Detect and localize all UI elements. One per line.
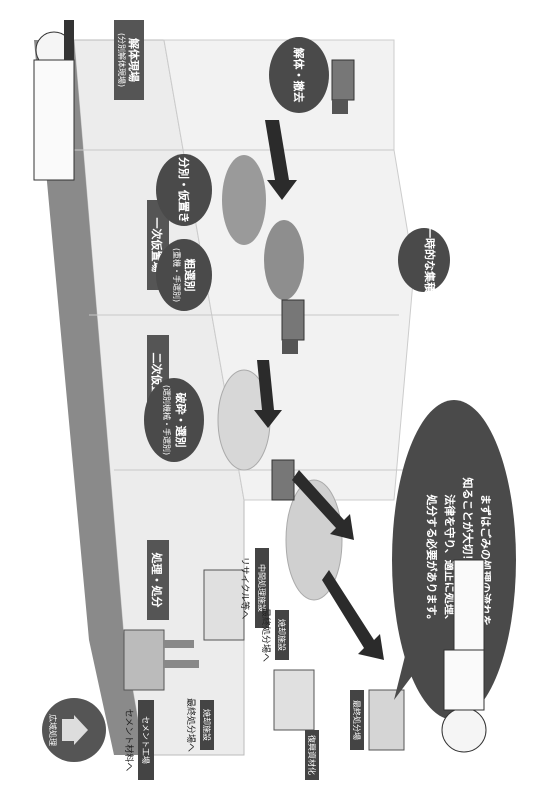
label-intermediate: 中間処理施設 リサイクル等へ [239, 548, 269, 628]
debris-pile-2 [264, 220, 304, 300]
zone-demolition-text: 解体現場 [127, 38, 141, 82]
label-wide-area: 広域処理 [42, 698, 106, 762]
bubble-sort-dump: 分別・仮置き [156, 154, 212, 226]
arrow-icon [254, 120, 384, 660]
label-incinerator-1: 焼却施設 最終処分場へ [260, 608, 289, 662]
reuse-text: 復興資材化 [307, 735, 317, 775]
platform-edge [34, 40, 144, 755]
final-disposal-text: 最終処分場 [352, 700, 362, 740]
label-final-disposal: 最終処分場 [350, 690, 364, 750]
label-cement: セメント工場 セメント材料へ [123, 700, 154, 780]
zone-demolition-sub: (分別解体現場) [117, 33, 127, 87]
zone-processing-text: 処理・処分 [150, 552, 164, 608]
final-to1-text: 最終処分場へ [260, 608, 272, 662]
house-icon [62, 715, 88, 745]
bubble-coarse-sort-sub: (重機・手選別) [172, 248, 182, 302]
bubble-dismantle-text: 解体・撤去 [292, 48, 306, 103]
bubble-dismantle: 解体・撤去 [269, 37, 329, 113]
wide-area-text: 広域処理 [48, 714, 58, 746]
worker-character [441, 559, 487, 753]
bubble-temporary-collection: 一時的な集積 [398, 227, 450, 294]
bubble-temporary-text: 一時的な集積 [423, 227, 437, 294]
professor-character [33, 20, 75, 181]
label-reuse: 復興資材化 [305, 730, 319, 780]
recycle-text: リサイクル等へ [239, 557, 251, 620]
bubble-coarse-sort-text: 粗選別 [183, 259, 197, 292]
bubble-coarse-sort: 粗選別 (重機・手選別) [156, 239, 212, 311]
zone-label-demolition: 解体現場 (分別解体現場) [114, 20, 144, 100]
zone-label-processing: 処理・処分 [147, 540, 169, 620]
final-to2-text: 最終処分場へ [185, 698, 197, 752]
cement-plant-text: セメント工場 [141, 716, 151, 764]
cement-use-text: セメント材料へ [123, 709, 135, 772]
intermediate-text: 中間処理施設 [257, 564, 267, 612]
debris-pile-1 [222, 155, 266, 245]
label-incinerator-2: 焼却施設 最終処分場へ [185, 698, 214, 752]
factory-icon [123, 569, 405, 751]
bubble-crush-sort-sub: (選別機械・手選別) [162, 385, 172, 455]
speech-line-4: 処分する必要があります。 [425, 494, 439, 626]
incinerator2-text: 焼却施設 [202, 709, 212, 741]
bubble-sort-dump-text: 分別・仮置き [177, 157, 191, 223]
bubble-crush-sort: 破砕・選別 (選別機械・手選別) [144, 378, 204, 462]
truck-icon [271, 59, 355, 501]
incinerator1-text: 焼却施設 [277, 619, 287, 651]
bubble-crush-sort-text: 破砕・選別 [174, 393, 188, 448]
